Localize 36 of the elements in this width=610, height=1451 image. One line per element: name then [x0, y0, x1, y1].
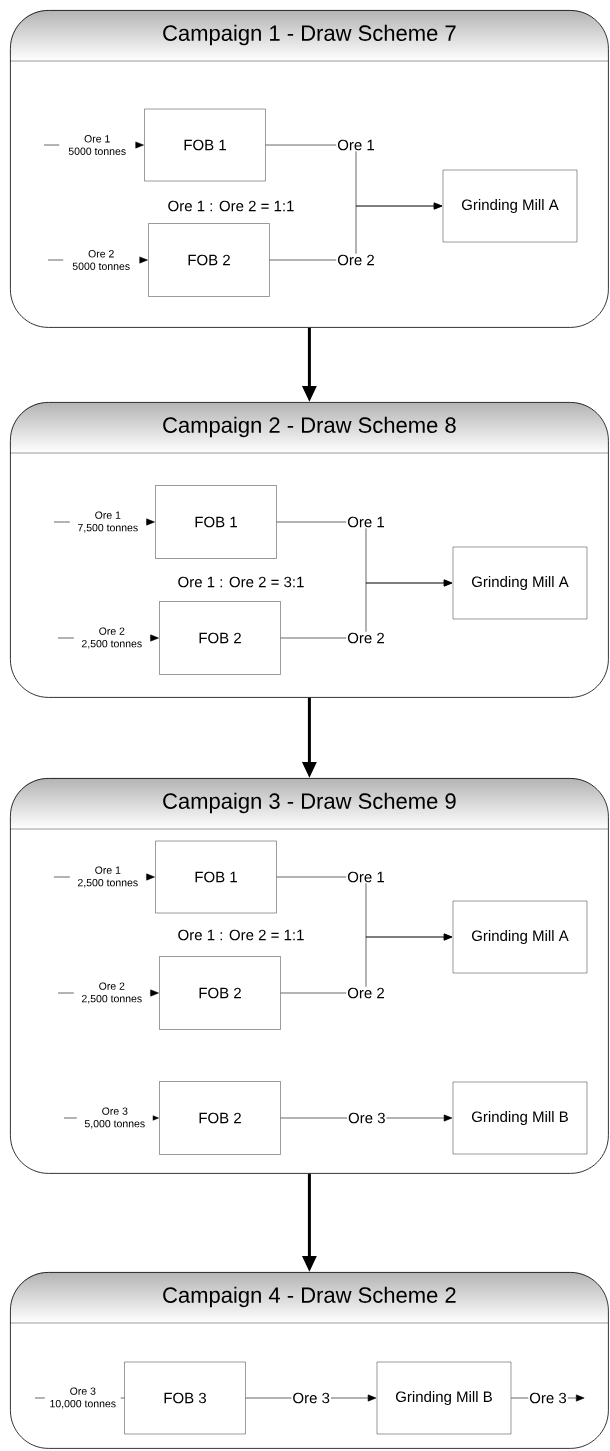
process-box: FOB 2: [159, 1081, 281, 1155]
edge-label: Ore 1 2,500 tonnes: [69, 865, 146, 889]
edge-label: Ore 2: [336, 253, 376, 267]
process-box: FOB 1: [144, 108, 266, 182]
edge-label: Ore 2 2,500 tonnes: [73, 981, 150, 1005]
edge-label: Ore 3: [347, 1111, 387, 1125]
process-box: Grinding Mill A: [442, 169, 578, 243]
edge-label: Ore 2: [346, 631, 386, 645]
edge-label: Ore 2: [346, 986, 386, 1000]
process-box: FOB 2: [148, 223, 270, 297]
process-box: FOB 3: [124, 1361, 246, 1435]
arrow: [280, 933, 453, 994]
process-box: FOB 1: [155, 840, 277, 914]
process-box: FOB 2: [159, 601, 281, 675]
edge-label: Ore 2 2,500 tonnes: [73, 626, 150, 650]
edge-label: Ore 1 7,500 tonnes: [69, 510, 146, 534]
edge-label: Ore 2 5000 tonnes: [63, 249, 140, 271]
edge-label: Ore 3 5,000 tonnes: [76, 1106, 153, 1130]
edge-label: Ore 3: [291, 1391, 331, 1405]
edge-label: Ore 1: [346, 515, 386, 529]
process-box: Grinding Mill A: [452, 546, 588, 620]
edge-label: Ore 1: [336, 138, 376, 152]
edge-label: Ore 3 10,000 tonnes: [44, 1386, 121, 1410]
ratio-label: Ore 1 : Ore 2 = 3:1: [178, 576, 304, 588]
process-box: FOB 1: [155, 485, 277, 559]
arrow: [280, 579, 453, 639]
ratio-label: Ore 1 : Ore 2 = 1:1: [168, 200, 294, 212]
process-box: FOB 2: [159, 956, 281, 1030]
process-box: Grinding Mill A: [452, 900, 588, 974]
edge-label: Ore 3: [528, 1391, 568, 1405]
arrow: [269, 202, 443, 261]
edge-label: Ore 1: [346, 870, 386, 884]
process-box: Grinding Mill B: [376, 1361, 512, 1435]
process-box: Grinding Mill B: [452, 1081, 588, 1155]
ratio-label: Ore 1 : Ore 2 = 1:1: [178, 929, 304, 941]
edge-label: Ore 1 5000 tonnes: [59, 134, 136, 156]
